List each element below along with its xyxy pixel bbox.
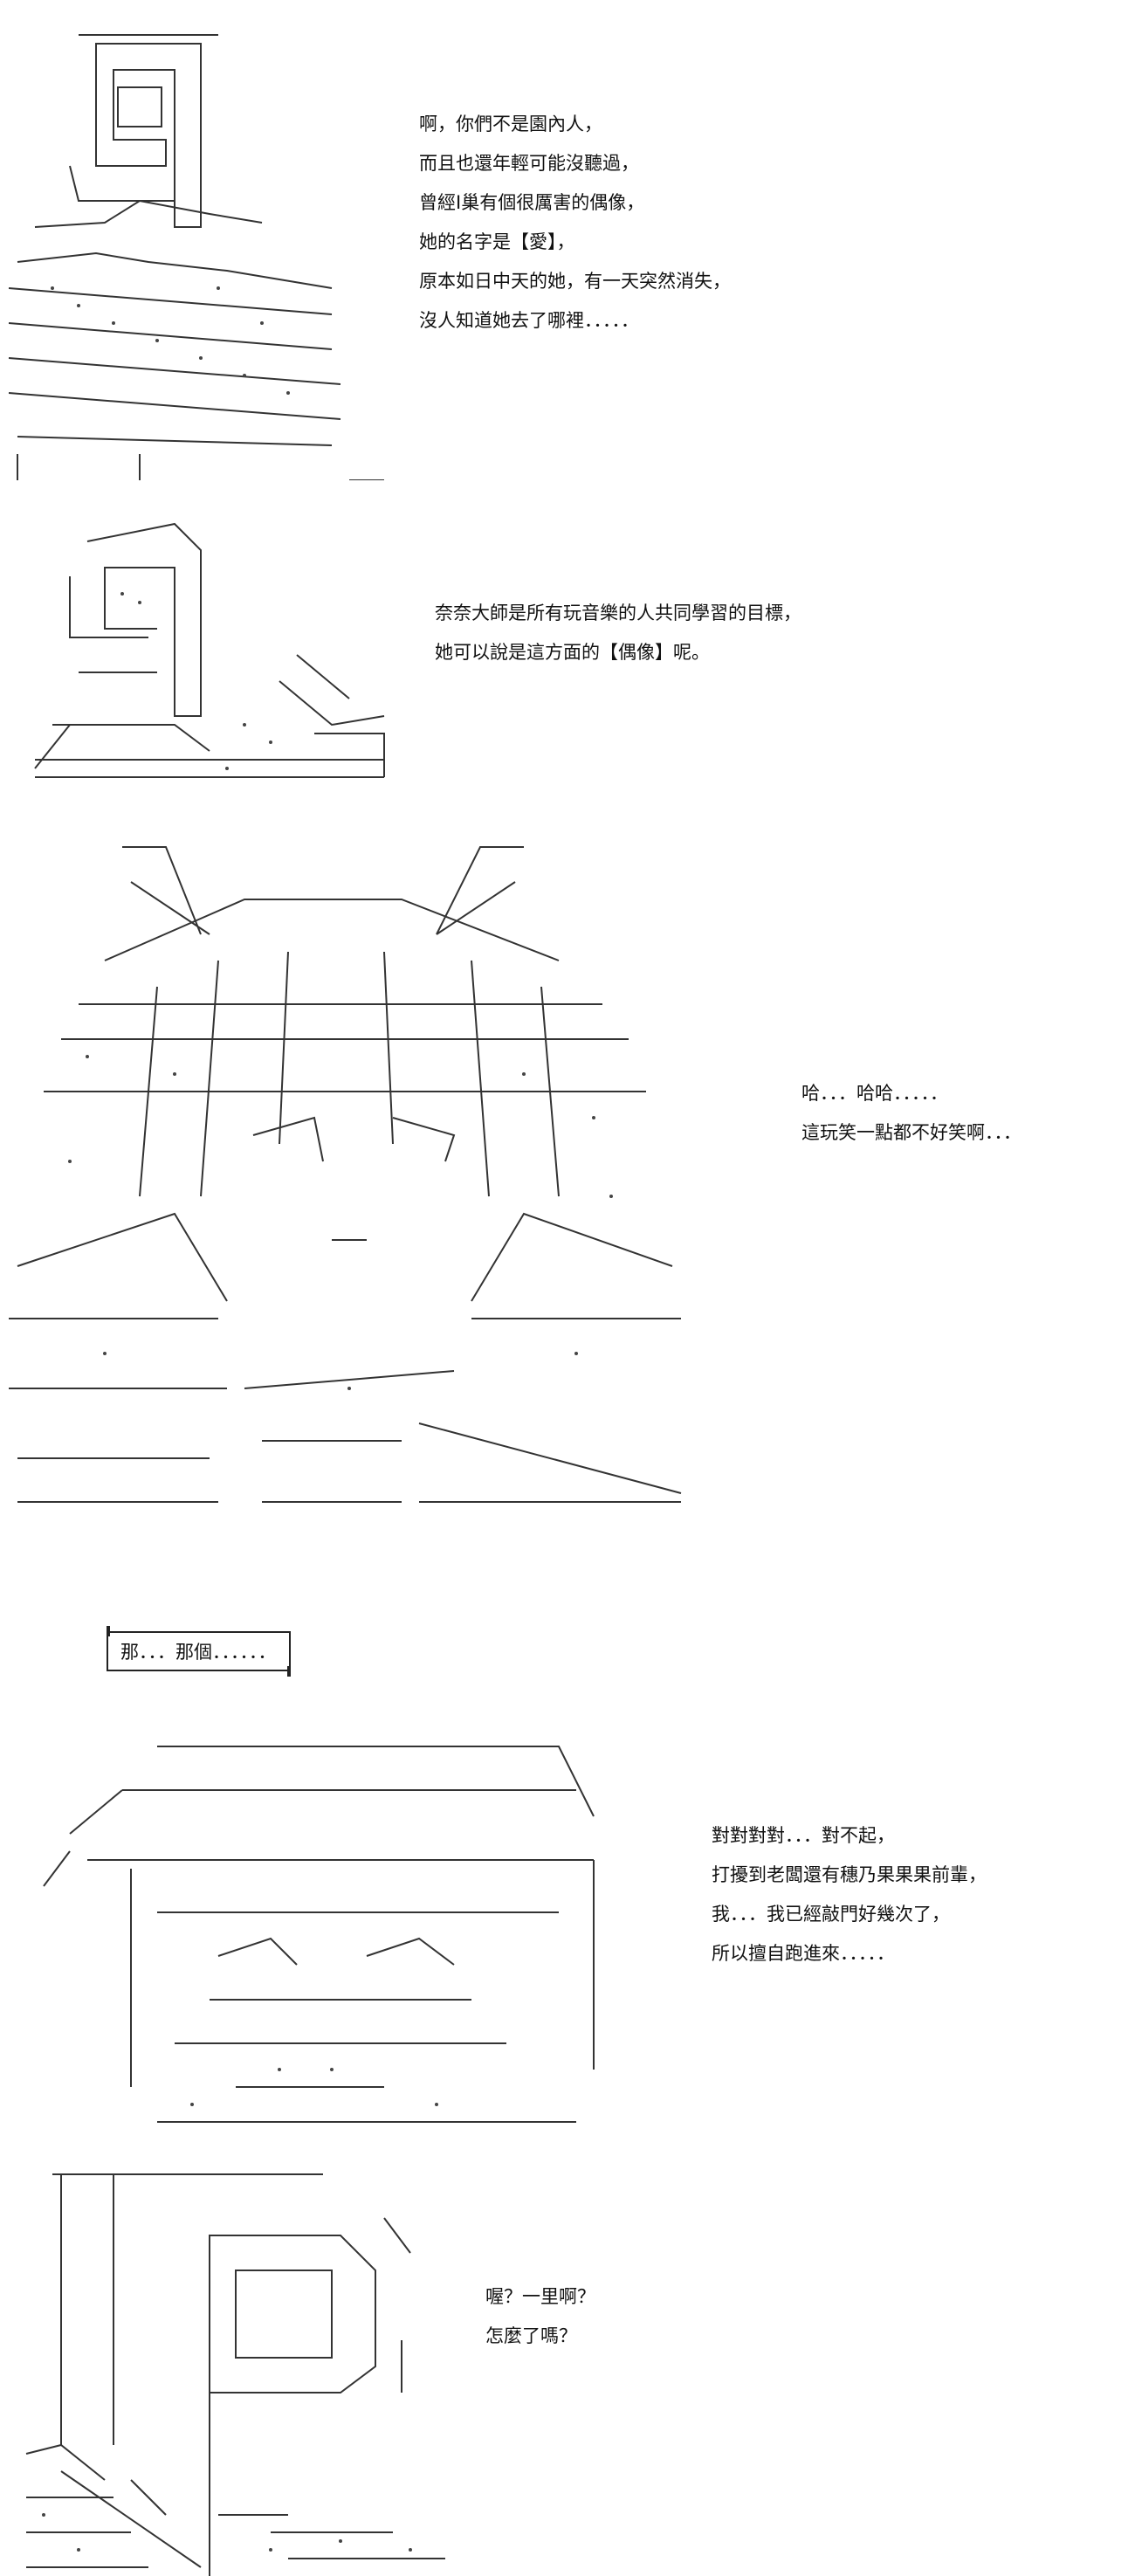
ascii-art-number-9-small	[17, 506, 402, 786]
dialog-block-4: 對對對對．．．對不起， 打擾到老闆還有穗乃果果果前輩， 我．．．我已經敲門好幾次…	[712, 1816, 987, 1973]
dialog-line: 啊，你們不是園內人，	[419, 114, 602, 134]
dialog-line: 奈奈大師是所有玩音樂的人共同學習的目標，	[435, 603, 801, 623]
dialog-line: 所以擅自跑進來．．．．．	[712, 1943, 895, 1964]
panel-3: 哈．．．哈哈．．．．． 這玩笑一點都不好笑啊．．．	[0, 786, 1135, 1546]
dialog-line: 喔？一里啊？	[485, 2286, 595, 2307]
dialog-line: 她的名字是【愛】，	[419, 231, 575, 252]
dialog-line: 對對對對．．．對不起，	[712, 1825, 895, 1846]
dialog-line: 她可以說是這方面的【偶像】呢。	[435, 642, 710, 663]
ascii-art-girl-apologizing	[17, 1738, 611, 2131]
dialog-line: 哈．．．哈哈．．．．．	[801, 1083, 948, 1104]
dialog-block-5: 喔？一里啊？ 怎麼了嗎？	[485, 2277, 595, 2356]
dialog-line: 而且也還年輕可能沒聽過，	[419, 153, 639, 174]
dialog-line: 沒人知道她去了哪裡．．．．．	[419, 310, 639, 331]
dialog-line: 原本如日中天的她，有一天突然消失，	[419, 271, 731, 292]
ascii-art-letter-p	[9, 2166, 463, 2576]
dialog-line: 這玩笑一點都不好笑啊．．．	[801, 1122, 1022, 1143]
panel-4: 對對對對．．．對不起， 打擾到老闆還有穗乃果果果前輩， 我．．．我已經敲門好幾次…	[0, 1694, 1135, 2148]
speech-box: 那．．．那個．．．．．．	[107, 1626, 291, 1677]
panel-2: 奈奈大師是所有玩音樂的人共同學習的目標， 她可以說是這方面的【偶像】呢。	[0, 489, 1135, 786]
dialog-block-1: 啊，你們不是園內人， 而且也還年輕可能沒聽過， 曾經I巢有個很厲害的偶像， 她的…	[419, 105, 731, 341]
ascii-art-number-9	[0, 26, 402, 480]
dialog-line: 怎麼了嗎？	[485, 2325, 577, 2346]
ascii-art-cat-eared-girl	[0, 830, 690, 1519]
dialog-block-2: 奈奈大師是所有玩音樂的人共同學習的目標， 她可以說是這方面的【偶像】呢。	[435, 594, 801, 672]
dialog-line: 曾經I巢有個很厲害的偶像，	[419, 192, 645, 213]
panel-1: 啊，你們不是園內人， 而且也還年輕可能沒聽過， 曾經I巢有個很厲害的偶像， 她的…	[0, 0, 1135, 489]
dialog-line: 打擾到老闆還有穗乃果果果前輩，	[712, 1864, 987, 1885]
panel-5: 喔？一里啊？ 怎麼了嗎？	[0, 2148, 1135, 2576]
dialog-line: 我．．．我已經敲門好幾次了，	[712, 1904, 950, 1925]
dialog-block-3: 哈．．．哈哈．．．．． 這玩笑一點都不好笑啊．．．	[801, 1074, 1022, 1153]
